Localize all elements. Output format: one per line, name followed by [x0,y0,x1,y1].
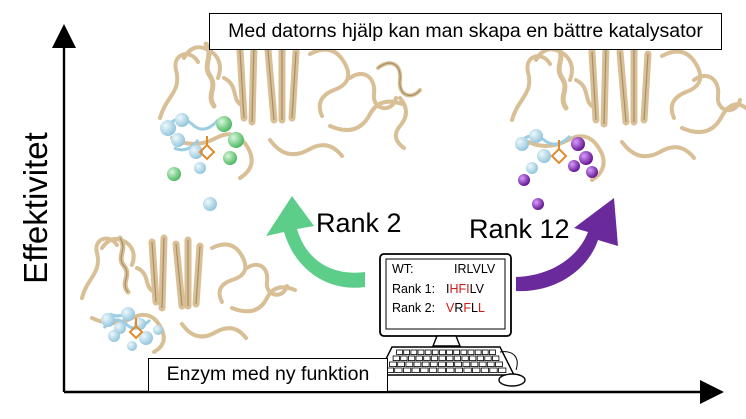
arrow-rank-12-body [516,198,618,292]
mutated-residue: V [446,301,455,315]
keyboard-key [474,349,482,355]
keyboard-key [462,361,471,367]
title-text: Med datorns hjälp kan man skapa en bättr… [228,20,703,42]
keyboard-key [411,367,420,373]
keyboard-key [402,367,412,373]
keyboard-key [489,349,496,355]
screen-row-1-sequence: IHFILV [446,282,484,296]
keyboard-key [439,349,446,355]
protein-structure-rank-12 [510,42,746,210]
keyboard-key [392,355,400,361]
keyboard-key [454,367,464,373]
keyboard-key [438,355,446,361]
arrow-rank-2 [266,196,365,288]
monitor-stand [431,335,462,347]
keyboard-key [454,361,463,367]
keyboard-key [420,367,429,373]
keyboard-key [389,361,397,367]
screen-row-1-prefix: Rank 1: [392,281,436,296]
residue: L [471,301,478,315]
keyboard-key [446,367,455,373]
keyboard-key [480,367,490,373]
keyboard-key [469,355,477,361]
mouse [498,373,526,387]
screen-row-0-sequence: IRLVLV [454,262,495,276]
keyboard-key [498,367,507,373]
keyboard-key [421,361,430,367]
keyboard-key [397,361,406,367]
keyboard-key [492,355,500,361]
keyboard-key [446,361,454,367]
keyboard-key [481,349,489,355]
screen-row-0-prefix: WT: [392,262,414,276]
keyboard-key [424,349,432,355]
keyboard-key [413,361,422,367]
residue: LV [469,281,484,296]
keyboard-key [423,355,431,361]
keyboard-key [417,349,425,355]
keyboard-key [437,367,446,373]
keyboard-key [461,355,469,361]
keyboard-key [495,361,503,367]
mouse-cable [499,351,518,371]
arrow-rank-2-body [266,196,365,288]
rank-12-label: Rank 12 [469,214,570,244]
keyboard-keys [385,349,507,373]
protein-structure-rank-2 [158,40,422,211]
mutated-residue: F [463,301,472,315]
computer [376,253,526,387]
start-enzyme-box: Enzym med ny funktion [148,358,388,392]
monitor-screen [385,258,506,330]
keyboard-key [460,349,468,355]
residue: IRLVLV [454,262,496,276]
keyboard-key [472,367,481,373]
keyboard-key [430,355,439,361]
rank-2-label: Rank 2 [316,208,402,238]
keyboard-key [431,349,439,355]
keyboard-key [396,349,403,355]
keyboard-key [446,355,454,361]
keyboard-key [415,355,423,361]
screen-row-2-sequence: VRFLL [446,301,485,315]
keyboard-key [407,355,416,361]
keyboard-key [446,349,453,355]
mutated-residue: L [477,301,485,315]
keyboard-key [476,355,485,361]
screen-row-2-prefix: Rank 2: [392,301,436,315]
keyboard-key [453,349,461,355]
arrow-rank-12 [516,198,618,292]
keyboard-key [405,361,414,367]
keyboard-key [394,367,403,373]
keyboard-key [429,361,438,367]
protein-structure-start [80,234,297,354]
keyboard-key [400,355,408,361]
y-axis-label: Effektivitet [17,132,54,284]
keyboard-key [467,349,475,355]
keyboard-key [463,367,472,373]
keyboard-key [484,355,492,361]
keyboard-key [453,355,462,361]
keyboard-key [403,349,411,355]
residue: R [454,301,464,315]
keyboard-key [486,361,495,367]
keyboard-key [478,361,487,367]
title-box: Med datorns hjälp kan man skapa en bättr… [209,13,722,50]
keyboard-key [438,361,446,367]
keyboard-key [428,367,438,373]
mutated-residue: HFI [449,281,470,296]
start-enzyme-label: Enzym med ny funktion [166,363,370,385]
keyboard-key [489,367,498,373]
keyboard-key [470,361,479,367]
keyboard-key [410,349,418,355]
residue: I [446,281,450,296]
